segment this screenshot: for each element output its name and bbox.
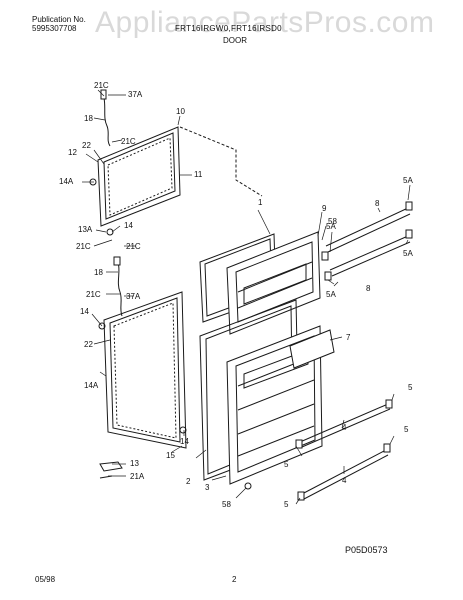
callout-58: 58	[328, 217, 337, 226]
publication-number: 5995307708	[32, 24, 77, 33]
diagram-code: P05D0573	[345, 545, 388, 555]
callout-5: 5	[284, 500, 289, 509]
callout-4: 4	[342, 423, 347, 432]
callout-2: 2	[186, 477, 191, 486]
callout-11: 11	[194, 170, 203, 179]
callout-18: 18	[94, 268, 103, 277]
shelf-bar-upper	[299, 403, 391, 448]
callout-21C: 21C	[76, 242, 91, 251]
callout-37A: 37A	[128, 90, 143, 99]
callout-8: 8	[375, 199, 380, 208]
bottom-hinge	[99, 461, 123, 472]
watermark: AppliancePartsPros.com	[95, 6, 435, 39]
callout-8: 8	[366, 284, 371, 293]
lower-hinge-wire	[117, 261, 123, 317]
callout-21C: 21C	[86, 290, 101, 299]
callout-21C: 21C	[126, 242, 141, 251]
callout-labels: 21C 37A 18 10 21C 12 22 14A 11 13A 14 21…	[59, 81, 413, 509]
callout-58: 58	[222, 500, 231, 509]
callout-5A: 5A	[326, 290, 336, 299]
callout-5A: 5A	[403, 176, 413, 185]
callout-14: 14	[124, 221, 133, 230]
callout-1: 1	[258, 198, 263, 207]
callout-5: 5	[408, 383, 413, 392]
callout-15: 15	[166, 451, 175, 460]
callout-14A: 14A	[59, 177, 74, 186]
footer-date: 05/98	[35, 575, 56, 584]
callout-18: 18	[84, 114, 93, 123]
publication-label: Publication No.	[32, 15, 86, 24]
dairy-door	[289, 329, 335, 369]
callout-5: 5	[284, 460, 289, 469]
callout-12: 12	[68, 148, 77, 157]
callout-21C: 21C	[94, 81, 109, 90]
page-number: 2	[232, 575, 237, 584]
freezer-inner-liner	[226, 231, 321, 335]
callout-21C: 21C	[121, 137, 136, 146]
callout-13A: 13A	[78, 225, 93, 234]
callout-14: 14	[80, 307, 89, 316]
callout-9: 9	[322, 204, 327, 213]
freezer-door-panel	[97, 126, 181, 227]
shelf-rail-upper	[325, 207, 411, 253]
section-title: DOOR	[223, 36, 247, 45]
callout-4: 4	[342, 476, 347, 485]
callout-3: 3	[205, 483, 210, 492]
callout-14: 14	[180, 437, 189, 446]
callout-14A: 14A	[84, 381, 99, 390]
model-numbers: FRT16IRGW0,FRT16IRSD0	[175, 24, 282, 33]
callout-5: 5	[404, 425, 409, 434]
callout-13: 13	[130, 459, 139, 468]
callout-22: 22	[82, 141, 91, 150]
callout-22: 22	[84, 340, 93, 349]
callout-10: 10	[176, 107, 185, 116]
shelf-rail-lower	[329, 235, 411, 277]
fresh-food-door-panel	[103, 291, 187, 449]
callout-5A: 5A	[403, 249, 413, 258]
callout-37A: 37A	[126, 292, 141, 301]
shelf-bar-lower	[301, 449, 389, 500]
callout-7: 7	[346, 333, 351, 342]
callout-21A: 21A	[130, 472, 145, 481]
upper-hinge-wire	[103, 97, 111, 147]
callout-5A: 5A	[326, 222, 336, 231]
